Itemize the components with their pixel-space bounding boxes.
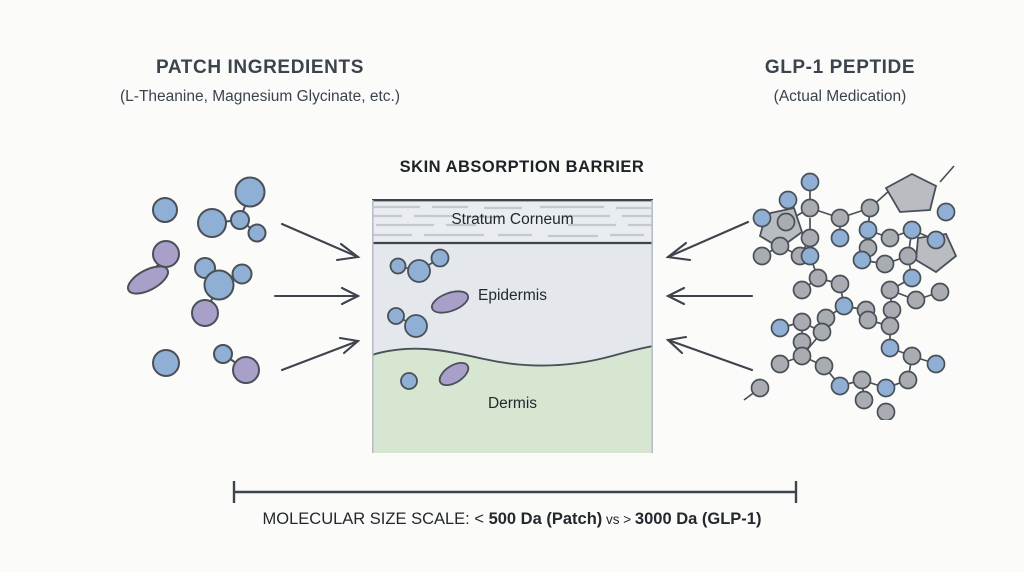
glp1-peptide-heading: GLP-1 PEPTIDE (Actual Medication) [640,57,1024,105]
glp1-peptide-molecule [740,160,970,422]
patch-ingredients-heading: PATCH INGREDIENTS (L-Theanine, Magnesium… [40,57,480,105]
scale-glp1-value: 3000 Da (GLP-1) [634,510,762,528]
molecular-size-scale-bar [232,481,798,503]
glp1-peptide-title: GLP-1 PEPTIDE [764,57,916,78]
arrow-right-top [665,220,750,262]
scale-patch-value: 500 Da (Patch) [488,510,603,528]
patch-ingredients-subtitle: (L-Theanine, Magnesium Glycinate, etc.) [120,87,400,105]
skin-absorption-barrier-title: SKIN ABSORPTION BARRIER [399,158,645,176]
scale-separator: vs > [602,512,635,527]
patch-ingredients-title: PATCH INGREDIENTS [156,57,364,78]
molecular-size-scale-caption: MOLECULAR SIZE SCALE: < 500 Da (Patch) v… [0,510,1024,529]
patch-molecules-group [120,160,380,410]
glp1-peptide-subtitle: (Actual Medication) [773,87,907,105]
skin-layers-panel: Stratum Corneum Epidermis Dermis [372,198,653,453]
scale-prefix: MOLECULAR SIZE SCALE: < [262,510,489,528]
